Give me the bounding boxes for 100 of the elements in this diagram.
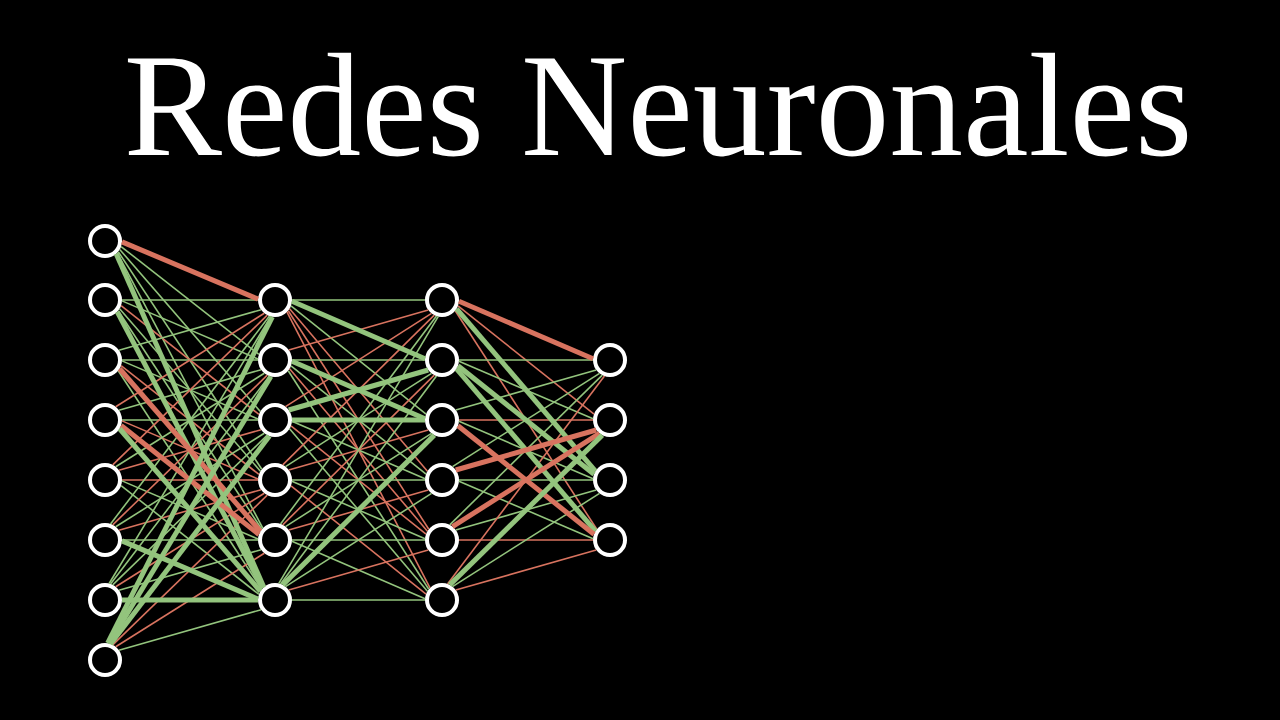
connection-line [287, 309, 430, 351]
neuron-circle [425, 403, 459, 437]
connection-line [288, 307, 429, 473]
connection-line [121, 360, 259, 420]
neuron-circle [593, 403, 627, 437]
neuron-circle [258, 283, 292, 317]
neuron-circle [258, 343, 292, 377]
connection-line [456, 423, 596, 537]
connection-line [458, 420, 594, 480]
connection-line [451, 372, 601, 468]
neuron-circle [593, 463, 627, 497]
connection-line [120, 245, 260, 356]
connection-line [288, 367, 429, 413]
connection-line [292, 417, 425, 423]
connection-line [458, 479, 594, 481]
connection-line [114, 432, 266, 528]
connection-line [284, 372, 433, 468]
neuron-circle [258, 403, 292, 437]
connection-line [118, 248, 262, 413]
connection-line [113, 252, 267, 589]
connection-line [290, 425, 427, 535]
connection-line [122, 597, 258, 603]
connection-line [121, 300, 259, 360]
connection-line [291, 359, 426, 361]
connection-line [107, 375, 274, 645]
connection-line [118, 608, 262, 652]
title: Redes Neuronales [127, 52, 1188, 157]
neuron-circle [425, 283, 459, 317]
connection-line [291, 420, 426, 480]
connection-line [456, 363, 596, 477]
connection-line [447, 433, 605, 587]
connection-line [281, 374, 436, 526]
neuron-circle [258, 523, 292, 557]
connection-line [451, 492, 601, 588]
connection-line [121, 480, 259, 540]
connection-line [121, 359, 259, 361]
connection-line [287, 429, 430, 471]
neuron-circle [593, 523, 627, 557]
connection-line [105, 315, 275, 645]
neuron-circle [88, 343, 122, 377]
connection-line [284, 432, 433, 528]
connection-line [287, 549, 430, 591]
connection-line [458, 419, 594, 421]
connection-line [457, 298, 595, 362]
connection-line [290, 365, 427, 475]
connection-line [288, 367, 429, 533]
connection-line [458, 539, 594, 541]
connection-line [291, 299, 426, 301]
connection-line [118, 308, 262, 352]
connection-line [458, 480, 594, 540]
connection-line [458, 359, 594, 361]
connection-line [121, 239, 259, 302]
connection-line [118, 428, 262, 472]
connection-line [284, 312, 433, 408]
connection-line [291, 539, 426, 541]
connection-line [291, 599, 426, 601]
connection-line [454, 549, 598, 591]
neuron-circle [88, 283, 122, 317]
neuron-circle [88, 224, 122, 258]
connection-line [454, 489, 598, 531]
connection-line [121, 420, 259, 480]
connection-line [118, 307, 262, 473]
connection-line [454, 309, 598, 531]
neuron-circle [88, 583, 122, 617]
connection-line [290, 298, 427, 362]
connection-line [121, 299, 259, 301]
neuron-circle [258, 583, 292, 617]
connection-line [108, 434, 272, 646]
connection-line [120, 484, 260, 596]
connection-line [291, 540, 426, 600]
connection-line [454, 307, 598, 473]
connection-line [111, 314, 269, 466]
connection-line [290, 485, 427, 595]
connection-line [121, 419, 259, 421]
connection-line [114, 312, 266, 408]
connection-line [111, 494, 269, 646]
neuron-circle [425, 343, 459, 377]
neuron-circle [88, 463, 122, 497]
connection-line [118, 488, 262, 532]
connection-line [121, 479, 259, 481]
connection-line [121, 539, 259, 541]
neuron-circle [425, 523, 459, 557]
connection-line [120, 364, 260, 476]
connection-line [118, 368, 262, 412]
connection-line [118, 548, 262, 592]
neuron-circle [593, 343, 627, 377]
neuron-circle [425, 583, 459, 617]
connection-line [119, 423, 261, 537]
connection-line [114, 552, 266, 648]
connection-line [284, 492, 433, 588]
connection-line [454, 369, 598, 411]
neuron-circle [258, 463, 292, 497]
connection-line [120, 304, 260, 416]
neuron-circle [88, 523, 122, 557]
connection-line [458, 360, 594, 420]
connection-line [288, 427, 429, 593]
connection-line [290, 305, 427, 415]
connection-line [455, 427, 597, 473]
neuron-circle [88, 403, 122, 437]
connection-line [117, 250, 263, 471]
